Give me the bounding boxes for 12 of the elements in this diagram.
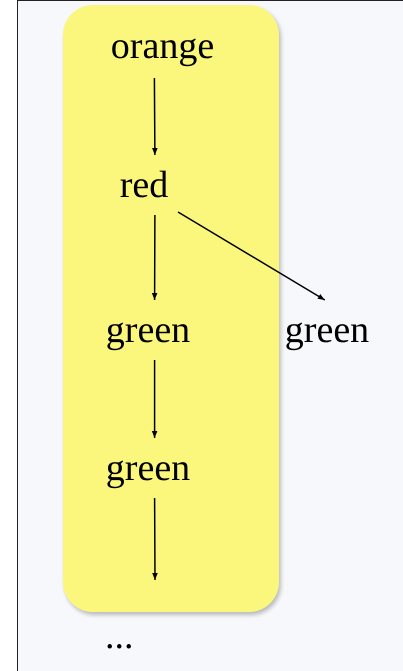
node-label: green — [106, 449, 190, 487]
node-label: green — [284, 311, 370, 349]
node-label: green — [106, 311, 190, 349]
arrow — [152, 498, 158, 580]
highlight-band — [63, 5, 279, 612]
arrow — [178, 211, 326, 301]
node-label: orange — [110, 27, 214, 65]
arrow — [152, 78, 158, 155]
arrow — [152, 360, 158, 438]
arrow — [152, 215, 158, 300]
continuation-ellipsis: ... — [105, 617, 134, 655]
node-label: red — [120, 166, 168, 204]
